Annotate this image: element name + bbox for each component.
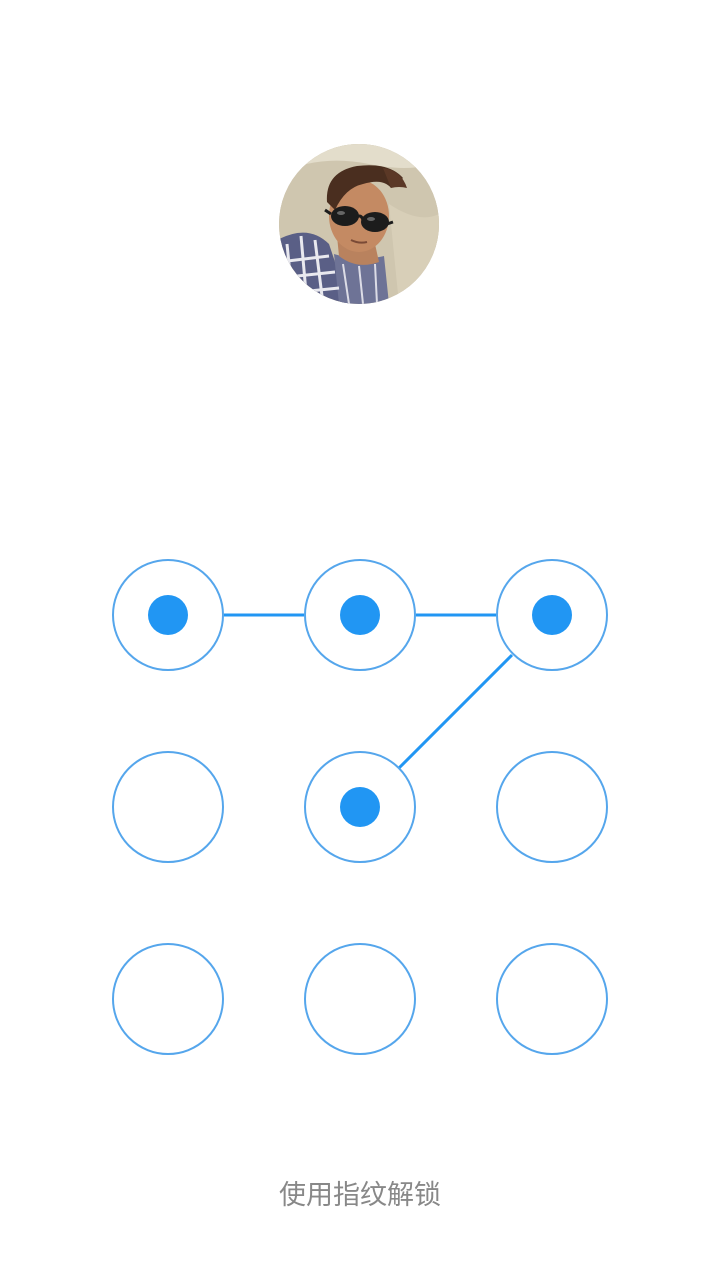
pattern-node-3[interactable]: [496, 559, 608, 671]
pattern-node-9[interactable]: [496, 943, 608, 1055]
pattern-node-5[interactable]: [304, 751, 416, 863]
pattern-node-7[interactable]: [112, 943, 224, 1055]
pattern-node-8[interactable]: [304, 943, 416, 1055]
pattern-node-4[interactable]: [112, 751, 224, 863]
fingerprint-unlock-link[interactable]: 使用指纹解锁: [279, 1180, 441, 1211]
pattern-path: [224, 613, 514, 770]
pattern-node-2[interactable]: [304, 559, 416, 671]
pattern-node-6[interactable]: [496, 751, 608, 863]
pattern-node-1[interactable]: [112, 559, 224, 671]
avatar: [279, 144, 439, 304]
